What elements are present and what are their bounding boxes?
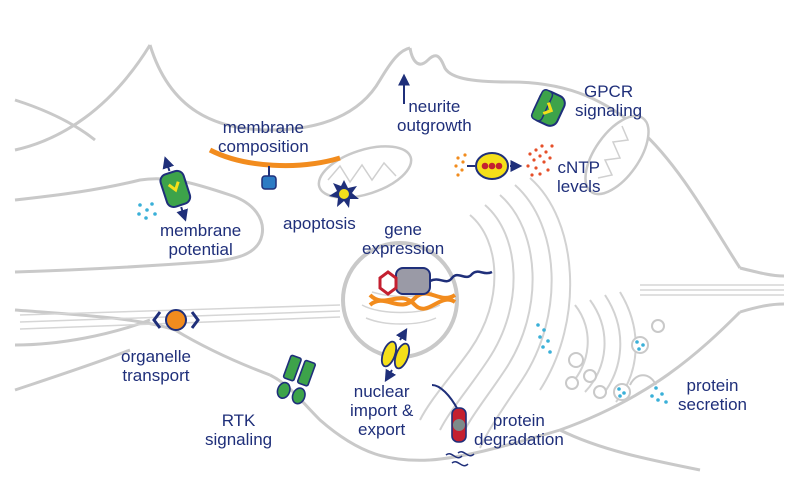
label-gpcr-signaling: GPCR signaling [575,82,643,120]
membrane-lipid-highlight [208,147,341,169]
proteasome-icon [431,384,475,467]
gpcr-receptor-icon [530,88,566,127]
cell-outlines [14,44,785,472]
vesicles [565,319,665,401]
mitochondrion-left [317,145,413,199]
ion-dots [137,202,157,220]
membrane-protein-icon [261,166,277,190]
label-protein-secretion: protein secretion [678,376,747,414]
label-protein-degradation: protein degradation [474,411,564,449]
endoplasmic-reticulum [419,177,572,449]
nuclear-transport-icon [380,327,411,383]
secretion-fusion-pore [629,374,657,386]
cntp-sensor-icon [467,152,523,180]
label-nuclear-import-export: nuclear import & export [350,382,414,439]
cntp-dots [454,144,554,177]
mitochondrion-right [584,114,650,196]
ion-channel-icon [159,156,192,222]
label-neurite-outgrowth: neurite outgrowth [397,97,472,135]
label-cntp-levels: cNTP levels [557,158,601,196]
label-membrane-composition: membrane composition [218,118,309,156]
secretory-vesicle-dots [536,323,668,404]
label-rtk-signaling: RTK signaling [205,411,273,449]
label-gene-expression: gene expression [362,220,445,258]
gene-expression-icon [368,267,493,311]
rtk-receptor-icon [276,354,316,405]
organelle-vesicle-icon [152,309,200,331]
label-organelle-transport: organelle transport [121,347,191,385]
apoptosis-star-icon [329,180,359,208]
label-apoptosis: apoptosis [283,214,356,233]
label-membrane-potential: membrane potential [160,221,242,259]
